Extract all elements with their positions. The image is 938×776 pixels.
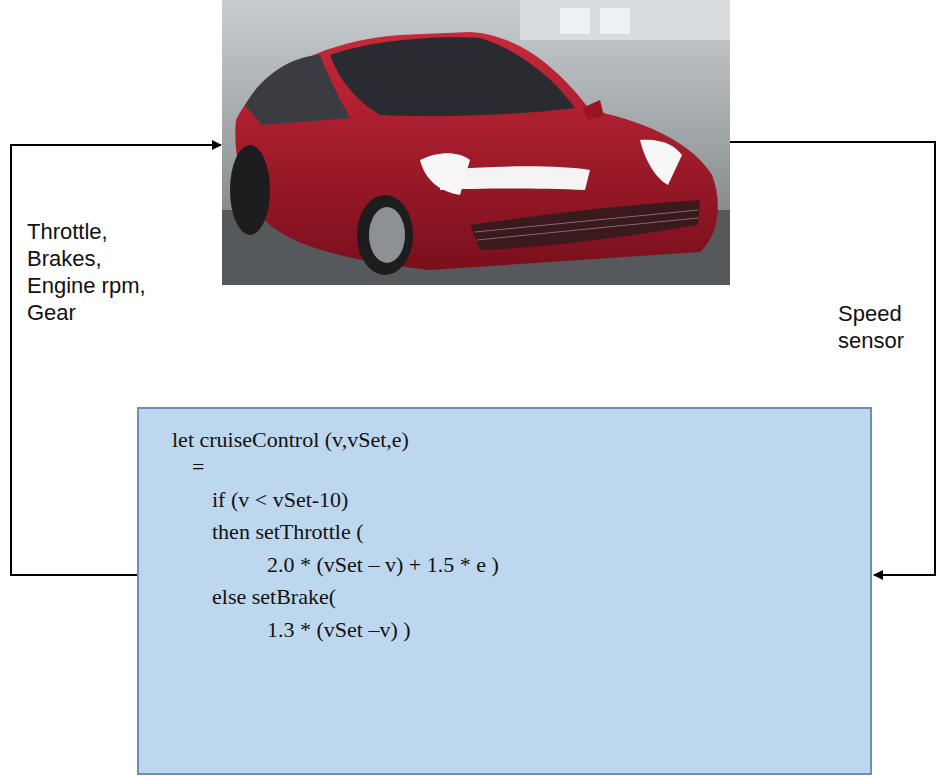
code-line: else setBrake( <box>212 583 336 611</box>
code-line: if (v < vSet-10) <box>212 486 348 514</box>
actuator-label: Throttle, Brakes, Engine rpm, Gear <box>27 218 167 326</box>
code-line: = <box>192 453 204 481</box>
code-line: let cruiseControl (v,vSet,e) <box>172 426 409 454</box>
code-line: then setThrottle ( <box>212 518 364 546</box>
sensor-label: Speed sensor <box>838 300 928 354</box>
code-line: 2.0 * (vSet – v) + 1.5 * e ) <box>267 551 499 579</box>
code-line: 1.3 * (vSet –v) ) <box>267 616 411 644</box>
car-photo <box>222 0 730 285</box>
code-box: let cruiseControl (v,vSet,e)= if (v < vSe… <box>137 407 872 775</box>
